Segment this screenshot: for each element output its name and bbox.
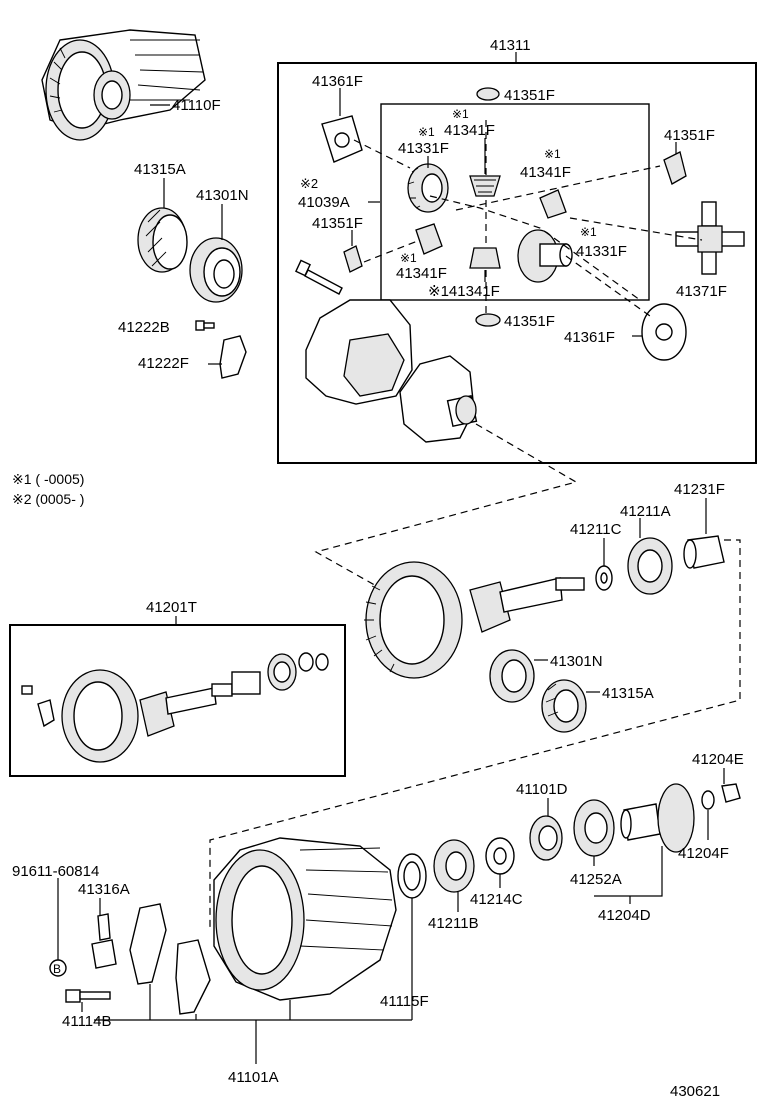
label-41331F-a: 41331F bbox=[398, 140, 449, 157]
drive-pinion-drawing bbox=[469, 577, 585, 633]
lockwasher-41214C-drawing bbox=[485, 837, 515, 875]
spider-41371F-drawing bbox=[675, 201, 745, 275]
pinion-41341F-d-drawing bbox=[469, 247, 501, 269]
label-41361F-a: 41361F bbox=[312, 73, 363, 90]
label-41311: 41311 bbox=[490, 37, 531, 54]
label-41315A-a: 41315A bbox=[134, 161, 186, 178]
label-41341F-b: 41341F bbox=[520, 164, 571, 181]
label-41351F-left: 41351F bbox=[312, 215, 363, 232]
bearing-41301N-b-drawing bbox=[489, 649, 535, 703]
label-41361F-b: 41361F bbox=[564, 329, 615, 346]
pinion-41341F-a-drawing bbox=[469, 175, 501, 197]
cage-41315A-b-drawing bbox=[541, 679, 587, 733]
label-41341F-d: ※141341F bbox=[428, 283, 500, 300]
marker-B bbox=[49, 959, 67, 977]
label-41351F-right: 41351F bbox=[664, 127, 715, 144]
seal-41101D-drawing bbox=[529, 815, 563, 861]
label-41211B: 41211B bbox=[428, 915, 479, 932]
label-41301N-a: 41301N bbox=[196, 187, 249, 204]
figure-number: 430621 bbox=[670, 1083, 720, 1100]
cage-41315A-drawing bbox=[137, 207, 188, 273]
dash-link-41311 bbox=[314, 423, 578, 589]
carrier-41110F-drawing bbox=[41, 29, 206, 141]
housing-41101A-drawing bbox=[213, 837, 397, 1001]
note-2: ※2 (0005- ) bbox=[12, 491, 84, 507]
label-41351F-bottom: 41351F bbox=[504, 313, 555, 330]
label-41101A: 41101A bbox=[228, 1069, 279, 1086]
label-41341F-c-mark: ※1 bbox=[400, 251, 417, 265]
bearing-41211B-drawing bbox=[433, 839, 475, 893]
diff-case-drawing bbox=[305, 299, 478, 443]
label-41115F: 41115F bbox=[380, 993, 429, 1010]
washer-41351F-bottom-drawing bbox=[475, 313, 501, 327]
label-41204D: 41204D bbox=[598, 907, 651, 924]
seal-41115F-drawing bbox=[397, 853, 427, 899]
spacer-41211C-drawing bbox=[595, 565, 613, 591]
nut-41204E-drawing bbox=[721, 783, 741, 803]
label-41331F-b: 41331F bbox=[576, 243, 627, 260]
pinion-41341F-c-drawing bbox=[415, 223, 443, 255]
label-41101D: 41101D bbox=[516, 781, 568, 798]
label-41211A: 41211A bbox=[620, 503, 671, 520]
bolt-41039A-drawing bbox=[295, 259, 343, 295]
label-41204F: 41204F bbox=[678, 845, 729, 862]
sidegear-41331F-b-drawing bbox=[517, 229, 573, 283]
label-41341F-a: 41341F bbox=[444, 122, 495, 139]
label-41316A: 41316A bbox=[78, 881, 130, 898]
dash-assembly-lines bbox=[353, 120, 703, 317]
label-41214C: 41214C bbox=[470, 891, 523, 908]
label-41039A-mark: ※2 bbox=[300, 176, 318, 191]
sidegear-41331F-a-drawing bbox=[407, 163, 449, 213]
leader-41204D bbox=[594, 846, 663, 904]
box-41201T-kit bbox=[9, 624, 346, 777]
label-41371F: 41371F bbox=[676, 283, 727, 300]
bolt-41114B-drawing bbox=[65, 989, 111, 1003]
bolt-41222B-drawing bbox=[195, 320, 215, 331]
caps-41316A-drawing bbox=[91, 903, 211, 1015]
box-pinion-gear-group bbox=[380, 103, 650, 301]
box-41311-assembly bbox=[277, 62, 757, 464]
label-41110F: 41110F bbox=[172, 97, 221, 114]
ring-gear-drawing bbox=[364, 561, 463, 679]
bearing-41301N-a-drawing bbox=[189, 237, 243, 303]
washer-41351F-left-drawing bbox=[343, 245, 363, 273]
label-41114B: 41114B bbox=[62, 1013, 112, 1030]
label-41252A: 41252A bbox=[570, 871, 622, 888]
washer-41204F-drawing bbox=[701, 790, 715, 810]
label-91611: 91611-60814 bbox=[12, 863, 99, 880]
companion-flange-drawing bbox=[620, 783, 695, 853]
label-41204E: 41204E bbox=[692, 751, 744, 768]
sleeve-41231F-drawing bbox=[683, 535, 725, 569]
label-41301N-b: 41301N bbox=[550, 653, 603, 670]
washer-41361F-b-drawing bbox=[641, 303, 687, 361]
label-41222B: 41222B bbox=[118, 319, 170, 336]
label-41222F: 41222F bbox=[138, 355, 189, 372]
label-41331F-a-mark: ※1 bbox=[418, 125, 435, 139]
washer-41361F-a-drawing bbox=[321, 115, 363, 163]
washer-41351F-top-drawing bbox=[476, 87, 500, 101]
note-1: ※1 ( -0005) bbox=[12, 471, 84, 487]
pinion-41341F-b-drawing bbox=[539, 189, 567, 219]
leader-41101A bbox=[94, 982, 413, 1064]
label-41341F-b-mark: ※1 bbox=[544, 147, 561, 161]
lockplate-41222F-drawing bbox=[219, 335, 247, 379]
label-41331F-b-mark: ※1 bbox=[580, 225, 597, 239]
label-41211C: 41211C bbox=[570, 521, 622, 538]
label-41341F-a-mark: ※1 bbox=[452, 107, 469, 121]
label-41341F-c: 41341F bbox=[396, 265, 447, 282]
kit-41201T-drawing bbox=[21, 652, 329, 763]
bearing-41211A-drawing bbox=[627, 537, 673, 595]
label-41201T: 41201T bbox=[146, 599, 197, 616]
label-41039A: 41039A bbox=[298, 194, 350, 211]
label-41351F-top: 41351F bbox=[504, 87, 555, 104]
label-41315A-b: 41315A bbox=[602, 685, 654, 702]
washer-41351F-right-drawing bbox=[663, 151, 687, 185]
label-41231F: 41231F bbox=[674, 481, 725, 498]
marker-B-text: B bbox=[53, 962, 61, 976]
flange-41252A-drawing bbox=[573, 799, 615, 857]
